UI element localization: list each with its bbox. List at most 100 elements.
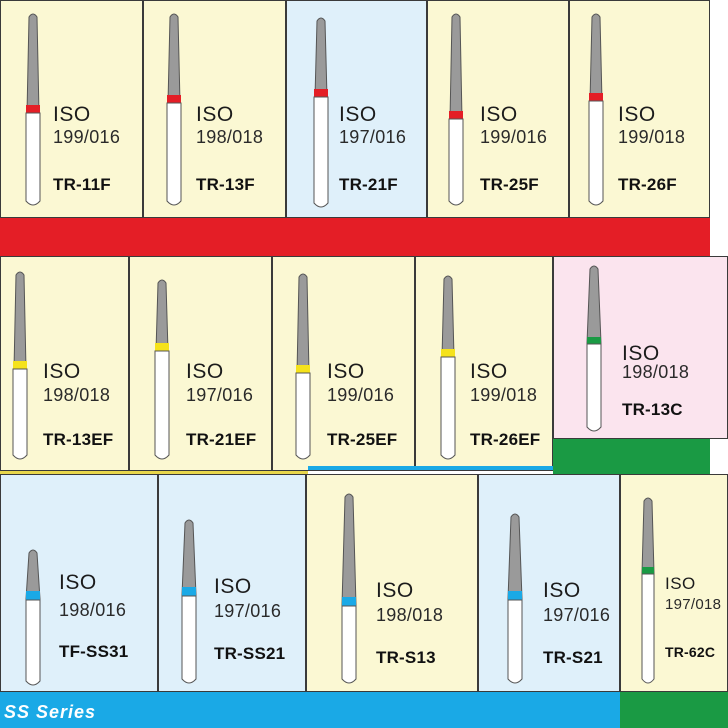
bur-shank — [588, 100, 604, 206]
bur-head — [296, 273, 310, 374]
bur-head — [589, 13, 603, 102]
bur-ring — [508, 591, 522, 600]
product-cell: ISO 198/018 TR-13C — [553, 256, 728, 439]
bur-icon — [588, 13, 604, 206]
product-cell: ISO 199/018 TR-26EF — [415, 256, 553, 471]
bur-head — [341, 493, 357, 606]
bur-icon — [25, 13, 41, 206]
iso-size: 197/016 — [339, 127, 407, 147]
iso-label: ISO — [618, 103, 656, 126]
product-cell: ISO 197/018 TR-62C — [620, 474, 728, 692]
bur-head — [586, 265, 602, 344]
red-color-band — [0, 218, 710, 256]
product-code: TR-13F — [196, 175, 255, 194]
bur-ring — [587, 337, 601, 344]
green-color-band — [553, 439, 710, 474]
blue-series-band: SS Series — [0, 692, 620, 728]
bur-shank — [586, 343, 602, 432]
iso-size: 197/016 — [543, 605, 611, 625]
product-code: TR-21EF — [186, 430, 257, 449]
iso-size: 197/018 — [665, 596, 722, 613]
yellow-divider-line — [0, 471, 308, 474]
product-cell: ISO 197/016 TR-S21 — [478, 474, 620, 692]
bur-shank — [166, 102, 182, 206]
iso-size: 199/016 — [327, 385, 395, 405]
bur-head — [26, 13, 40, 114]
bur-icon — [641, 497, 655, 684]
bur-shank — [341, 605, 357, 684]
iso-label: ISO — [622, 342, 660, 365]
product-cell: ISO 197/016 TR-SS21 — [158, 474, 306, 692]
bur-shank — [12, 368, 28, 460]
bur-shank — [181, 595, 197, 684]
iso-size: 199/016 — [480, 127, 548, 147]
product-code: TR-13EF — [43, 430, 114, 449]
bur-head — [641, 497, 655, 574]
bur-icon — [313, 17, 329, 208]
iso-size: 198/018 — [622, 362, 690, 382]
product-code: TR-13C — [622, 400, 683, 419]
iso-label: ISO — [186, 360, 224, 383]
iso-label: ISO — [480, 103, 518, 126]
bur-icon — [341, 493, 357, 684]
green-color-band — [620, 692, 728, 728]
bur-head — [314, 17, 328, 98]
product-cell: ISO 199/016 TR-11F — [0, 0, 143, 218]
bur-head — [507, 513, 523, 600]
product-code: TR-11F — [53, 175, 111, 194]
bur-icon — [295, 273, 311, 460]
bur-ring — [26, 591, 40, 600]
iso-label: ISO — [339, 103, 377, 126]
bur-icon — [448, 13, 464, 206]
bur-icon — [154, 279, 170, 460]
product-cell: ISO 199/016 TR-25EF — [272, 256, 415, 471]
product-code: TR-SS21 — [214, 644, 286, 663]
bur-icon — [25, 549, 41, 686]
product-cell: ISO 198/016 TF-SS31 — [0, 474, 158, 692]
bur-head — [167, 13, 181, 104]
product-code: TR-25EF — [327, 430, 398, 449]
bur-head — [181, 519, 197, 596]
product-code: TF-SS31 — [59, 642, 129, 661]
bur-icon — [12, 271, 28, 460]
bur-icon — [181, 519, 197, 684]
iso-label: ISO — [665, 574, 696, 593]
iso-size: 198/018 — [376, 605, 444, 625]
bur-head — [155, 279, 169, 352]
bur-ring — [314, 89, 328, 97]
blue-divider-line — [308, 466, 553, 470]
product-cell: ISO 197/016 TR-21EF — [129, 256, 272, 471]
bur-ring — [449, 111, 463, 119]
product-cell: ISO 198/018 TR-13F — [143, 0, 286, 218]
product-code: TR-S21 — [543, 648, 603, 667]
bur-shank — [448, 118, 464, 206]
product-code: TR-25F — [480, 175, 539, 194]
iso-size: 197/016 — [214, 601, 282, 621]
product-cell: ISO 199/016 TR-25F — [427, 0, 569, 218]
bur-ring — [342, 597, 356, 606]
iso-size: 199/018 — [470, 385, 538, 405]
bur-shank — [641, 573, 655, 684]
iso-size: 198/018 — [196, 127, 264, 147]
product-cell: ISO 197/016 TR-21F — [286, 0, 427, 218]
iso-label: ISO — [59, 571, 97, 594]
bur-ring — [589, 93, 603, 101]
product-cell: ISO 199/018 TR-26F — [569, 0, 710, 218]
iso-size: 197/016 — [186, 385, 254, 405]
product-cell: ISO 198/018 TR-S13 — [306, 474, 478, 692]
bur-ring — [167, 95, 181, 103]
bur-head — [449, 13, 463, 120]
iso-size: 198/018 — [43, 385, 111, 405]
bur-shank — [25, 112, 41, 206]
bur-icon — [166, 13, 182, 206]
iso-size: 199/018 — [618, 127, 686, 147]
product-code: TR-26EF — [470, 430, 541, 449]
product-cell: ISO 198/018 TR-13EF — [0, 256, 129, 471]
bur-shank — [154, 350, 170, 460]
bur-ring — [26, 105, 40, 113]
bur-icon — [586, 265, 602, 432]
bur-shank — [507, 599, 523, 684]
bur-icon — [440, 275, 456, 460]
iso-label: ISO — [214, 575, 252, 598]
bur-ring — [13, 361, 27, 369]
